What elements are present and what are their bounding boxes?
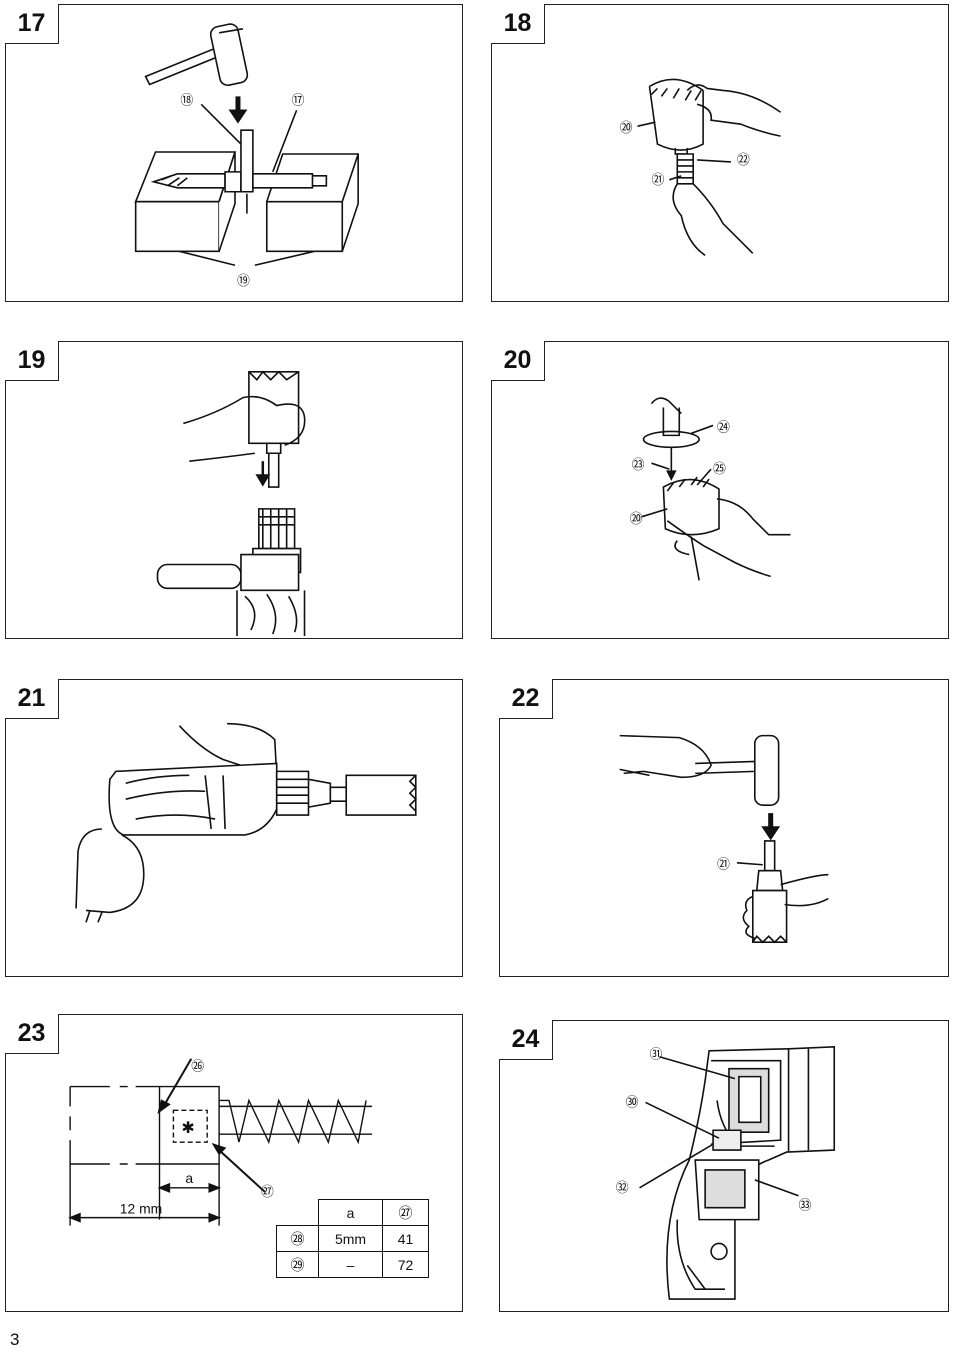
figure-21-illustration xyxy=(6,680,462,976)
table-cell: ㉗ xyxy=(382,1199,429,1226)
callout-20: ⑳ xyxy=(620,121,633,136)
callout-31: ㉛ xyxy=(650,1048,663,1063)
callout-25: ㉕ xyxy=(713,462,726,477)
star-mark: ✱ xyxy=(181,1120,194,1137)
callout-21: ㉑ xyxy=(651,173,664,188)
figure-22-panel: 22 ㉑ xyxy=(499,679,949,977)
table-cell: 41 xyxy=(382,1225,429,1252)
callout-32: ㉜ xyxy=(616,1181,629,1196)
figure-20-panel: 20 ㉔ ㉓ ㉕ ⑳ xyxy=(491,341,949,639)
table-row: ㉙ – 72 xyxy=(276,1251,429,1278)
table-cell: 72 xyxy=(382,1251,429,1278)
table-cell: ㉙ xyxy=(276,1251,319,1278)
callout-30: ㉚ xyxy=(626,1095,639,1110)
callout-22: ㉒ xyxy=(737,153,750,168)
figure-20-number: 20 xyxy=(491,341,545,381)
figure-19-illustration xyxy=(6,342,462,638)
figure-18-illustration: ⑳ ㉑ ㉒ xyxy=(620,5,948,301)
callout-33: ㉝ xyxy=(798,1199,811,1214)
callout-26: ㉖ xyxy=(191,1060,204,1075)
table-cell: – xyxy=(318,1251,383,1278)
figure-22-number: 22 xyxy=(499,679,553,719)
figure-24-number: 24 xyxy=(499,1020,553,1060)
dimension-12mm: 12 mm xyxy=(120,1201,162,1217)
table-cell: a xyxy=(318,1199,383,1226)
figure-20-illustration: ㉔ ㉓ ㉕ ⑳ xyxy=(630,342,948,638)
callout-23: ㉓ xyxy=(632,458,645,473)
spec-table: a ㉗ ㉘ 5mm 41 ㉙ – 72 xyxy=(276,1199,429,1278)
figure-23-illustration: ✱ ㉖ ㉗ a 12 mm xyxy=(6,1015,462,1311)
figure-23-panel: 23 ✱ ㉖ ㉗ a 12 mm a ㉗ xyxy=(5,1014,463,1312)
figure-22-illustration: ㉑ xyxy=(500,680,948,976)
figure-18-panel: 18 ⑳ ㉑ ㉒ xyxy=(491,4,949,302)
table-cell: 5mm xyxy=(318,1225,383,1252)
figure-24-illustration: ㉛ ㉚ ㉜ ㉝ xyxy=(616,1021,948,1311)
callout-27: ㉗ xyxy=(261,1185,274,1200)
callout-17: ⑰ xyxy=(292,93,305,108)
figure-21-panel: 21 xyxy=(5,679,463,977)
table-header-row: a ㉗ xyxy=(276,1199,429,1226)
callout-21b: ㉑ xyxy=(717,858,730,873)
table-row: ㉘ 5mm 41 xyxy=(276,1225,429,1252)
figure-19-number: 19 xyxy=(5,341,59,381)
dimension-a: a xyxy=(185,1170,193,1186)
figure-17-number: 17 xyxy=(5,4,59,44)
callout-19: ⑲ xyxy=(237,274,250,289)
figure-24-panel: 24 ㉛ ㉚ ㉜ ㉝ xyxy=(499,1020,949,1312)
figure-19-panel: 19 xyxy=(5,341,463,639)
callout-18: ⑱ xyxy=(180,93,193,108)
figure-17-panel: 17 ⑱ ⑰ ⑲ xyxy=(5,4,463,302)
figure-17-illustration: ⑱ ⑰ ⑲ xyxy=(6,5,462,289)
page-number: 3 xyxy=(10,1330,20,1349)
table-cell: ㉘ xyxy=(276,1225,319,1252)
callout-24: ㉔ xyxy=(717,420,730,435)
figure-23-number: 23 xyxy=(5,1014,59,1054)
table-cell xyxy=(276,1199,319,1226)
callout-20b: ⑳ xyxy=(630,512,643,527)
figure-18-number: 18 xyxy=(491,4,545,44)
figure-21-number: 21 xyxy=(5,679,59,719)
